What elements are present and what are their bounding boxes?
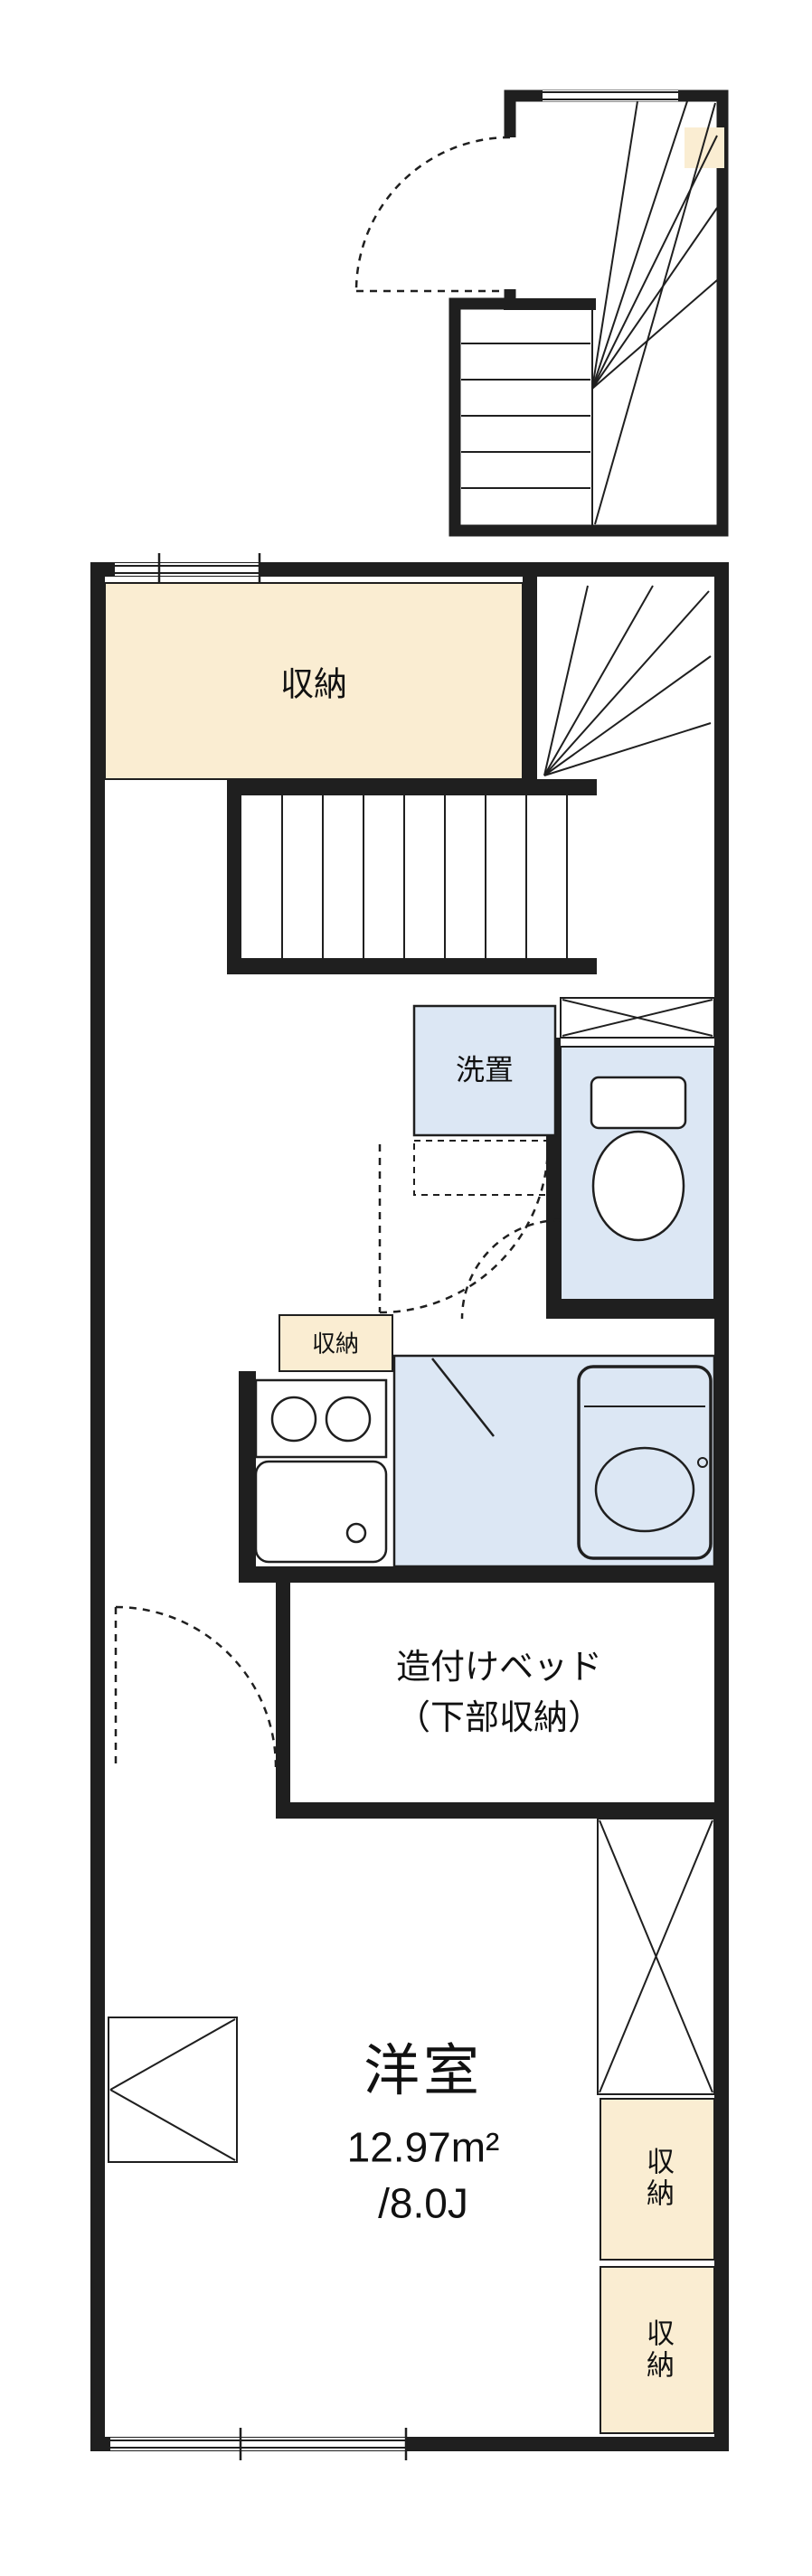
winder-stairs [543,585,712,776]
burner-left-icon [270,1396,317,1443]
storage-right-upper-box [600,2098,715,2261]
room-door-swing [114,1605,278,1768]
sink [254,1460,388,1564]
top-window [115,553,261,586]
washroom-door-swing [378,1143,550,1314]
upper-window [543,90,678,101]
bottom-window [110,2428,408,2460]
laundry-space [412,1004,557,1137]
storage-small-box [279,1314,393,1372]
closet-shaft [597,1818,715,2095]
toilet-door-swing [460,1218,562,1320]
label-storage-right-lower: 収納 [642,2318,675,2382]
upper-interior-wall [504,298,596,310]
main-block [90,553,729,2460]
storage-right-lower-box [600,2266,715,2434]
bathtub-icon [577,1365,713,1560]
interior-walls [227,577,714,1819]
burner-right-icon [325,1396,372,1443]
upper-stair-block [354,89,729,537]
label-laundry: 洗置 [455,1053,515,1086]
label-storage-top: 収納 [280,665,347,703]
label-built-in-bed: 造付けベッド [395,1649,603,1688]
bathroom [392,1354,716,1568]
upper-stairs [461,100,718,531]
toilet-bowl-icon [591,1130,685,1242]
kitchen [254,1378,388,1564]
label-room-area: 12.97m² [346,2123,500,2171]
vent-box [560,997,715,1039]
toilet-room [560,1046,715,1301]
label-room-name: 洋室 [363,2039,484,2102]
entrance-opening [503,137,518,289]
sink-drain-icon [345,1522,367,1544]
upper-block-walls [448,89,729,537]
bath-drain-icon [697,1457,708,1468]
label-storage-small: 収納 [311,1330,360,1358]
furniture-symbol [108,2017,238,2163]
label-room-size-jo: /8.0J [378,2179,468,2227]
laundry-pan-dashed [413,1140,553,1196]
bath-door-line [431,1358,495,1437]
label-storage-right-upper: 収納 [642,2147,675,2210]
stair-run-treads [281,795,568,958]
toilet-tank [590,1076,687,1130]
entrance-door-swing [354,136,511,293]
label-built-in-bed-sub: （下部収納） [395,1699,603,1738]
